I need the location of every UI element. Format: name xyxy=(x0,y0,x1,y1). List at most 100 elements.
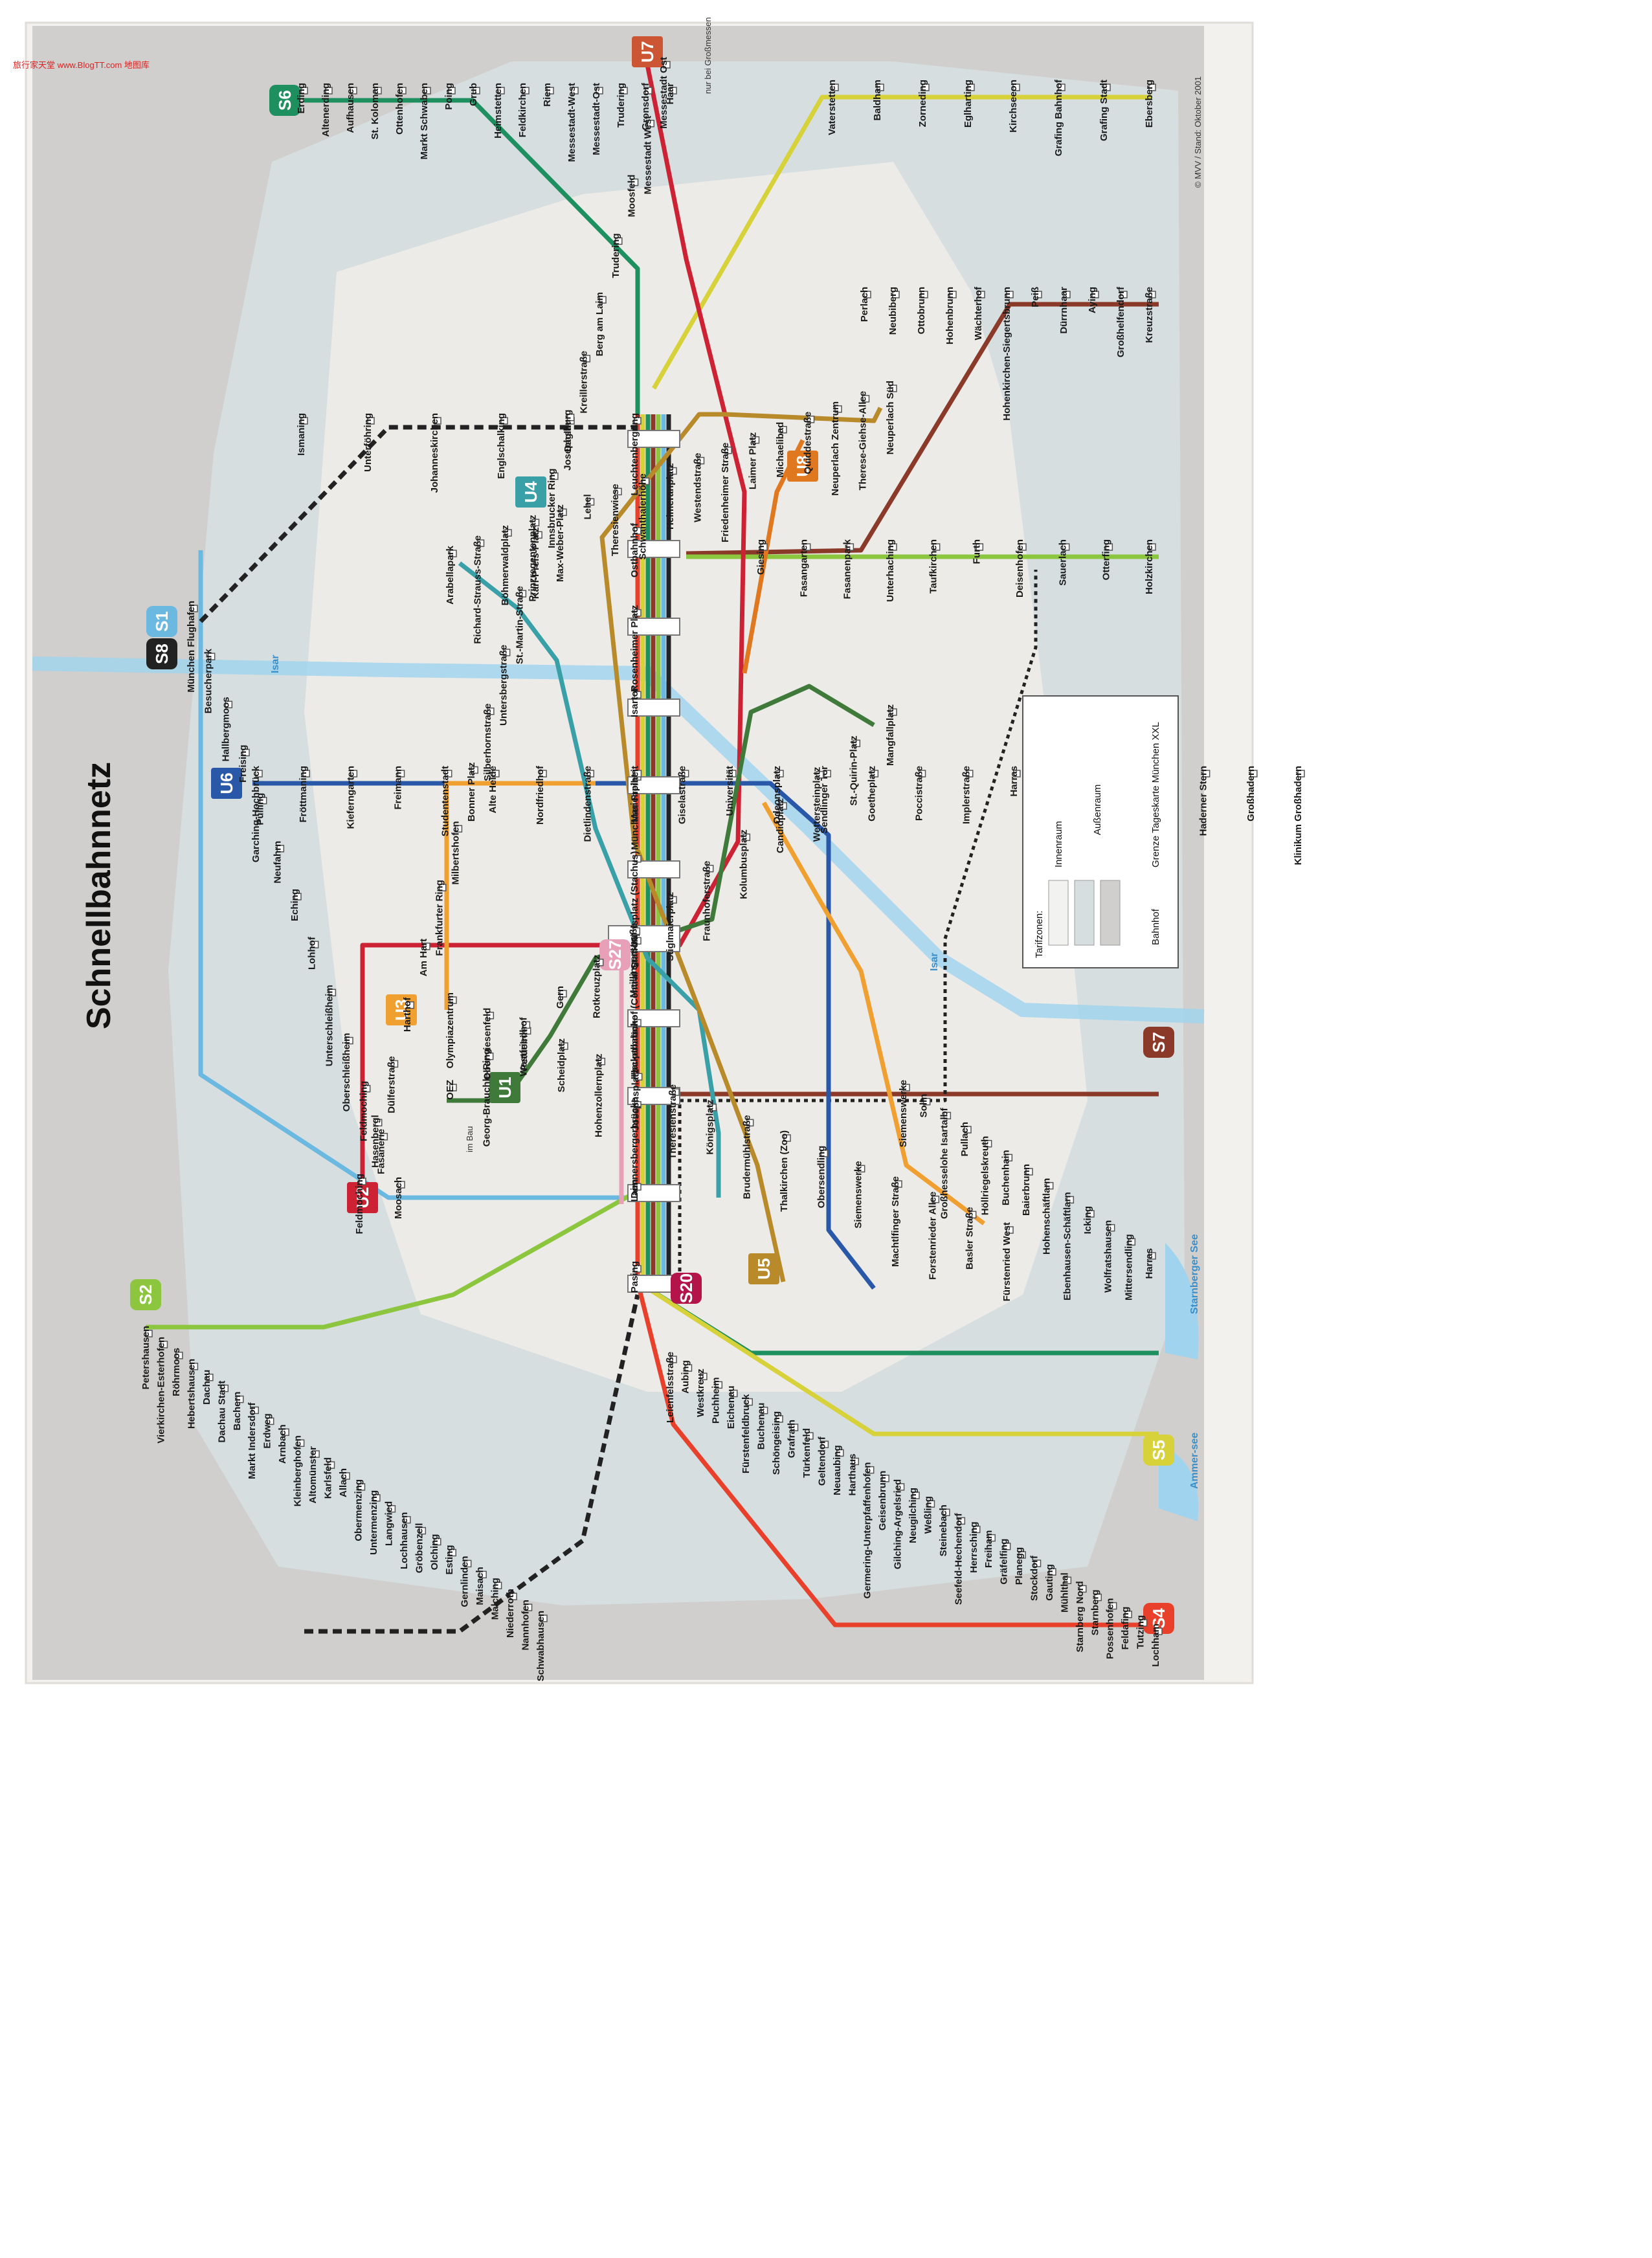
station-label[interactable]: Markt Indersdorf xyxy=(247,1402,258,1479)
station-label[interactable]: Solln xyxy=(919,1094,930,1118)
station-label[interactable]: Rosenheimer Platz xyxy=(629,605,640,692)
station-dot[interactable] xyxy=(399,87,407,95)
station-label[interactable]: Königsplatz xyxy=(704,1100,715,1155)
station-dot[interactable] xyxy=(1033,1559,1042,1567)
station-label[interactable]: Kleinberghofen xyxy=(293,1435,304,1506)
station-dot[interactable] xyxy=(1148,84,1156,91)
station-label[interactable]: Vierkirchen-Esterhofen xyxy=(155,1337,166,1444)
station-label[interactable]: Therese-Giehse-Allee xyxy=(858,391,869,490)
station-dot[interactable] xyxy=(403,1515,411,1524)
station-label[interactable]: Aubing xyxy=(680,1360,691,1394)
station-label[interactable]: Feldmoching xyxy=(359,1081,370,1141)
station-label[interactable]: Laimer Platz xyxy=(748,432,759,489)
station-label[interactable]: Oberschleißheim xyxy=(341,1033,352,1112)
station-dot[interactable] xyxy=(1109,1602,1117,1610)
station-label[interactable]: Furth xyxy=(971,539,982,564)
station-label[interactable]: Karl-Preis-Platz xyxy=(530,527,541,599)
station-label[interactable]: Feldkirchen xyxy=(517,83,528,137)
station-label[interactable]: Harras xyxy=(1144,1248,1155,1279)
station-label[interactable]: Untersbergstraße xyxy=(498,645,509,726)
station-label[interactable]: Eichenau xyxy=(726,1386,737,1429)
station-label[interactable]: Messestadt West xyxy=(642,116,653,194)
station-dot[interactable] xyxy=(504,529,512,537)
station-dot[interactable] xyxy=(834,405,842,413)
station-dot[interactable] xyxy=(634,1101,642,1109)
station-label[interactable]: Großhadern xyxy=(1245,766,1256,822)
station-label[interactable]: Buchenhain xyxy=(1000,1150,1011,1205)
station-dot[interactable] xyxy=(373,1494,381,1502)
station-dot[interactable] xyxy=(1124,1611,1132,1618)
station-dot[interactable] xyxy=(681,770,689,777)
station-dot[interactable] xyxy=(836,1449,844,1457)
station-dot[interactable] xyxy=(397,1181,405,1189)
station-label[interactable]: Hauptbahnhof (Central Station) xyxy=(629,933,640,1077)
station-label[interactable]: Ebenhausen-Schäftlarn xyxy=(1062,1192,1073,1301)
station-label[interactable]: Erdweg xyxy=(262,1413,273,1448)
station-dot[interactable] xyxy=(566,413,575,421)
stop-rosenheimer-platz[interactable] xyxy=(627,618,680,636)
station-dot[interactable] xyxy=(864,291,871,298)
station-dot[interactable] xyxy=(631,178,639,186)
station-label[interactable]: Eglharting xyxy=(963,80,974,128)
station-label[interactable]: Grafing Stadt xyxy=(1099,80,1110,141)
station-label[interactable]: Starnberg Nord xyxy=(1075,1581,1086,1652)
station-dot[interactable] xyxy=(851,1457,859,1466)
station-label[interactable]: Brudermühlstraße xyxy=(742,1115,753,1199)
station-label[interactable]: Friedenheimer Straße xyxy=(720,443,731,542)
station-label[interactable]: Buchenau xyxy=(756,1403,767,1450)
station-label[interactable]: Tutzing xyxy=(1135,1615,1146,1649)
station-label[interactable]: Poccistraße xyxy=(914,766,925,821)
station-label[interactable]: Pullach xyxy=(959,1122,970,1156)
station-label[interactable]: Georg-Brauchle-Ring xyxy=(482,1049,493,1147)
station-dot[interactable] xyxy=(615,237,623,245)
station-label[interactable]: Theresienwiese xyxy=(610,484,621,556)
station-dot[interactable] xyxy=(634,770,642,777)
station-label[interactable]: Bonner Platz xyxy=(466,762,477,822)
station-label[interactable]: Stockdorf xyxy=(1029,1555,1040,1601)
station-label[interactable]: Lochhausen xyxy=(399,1512,410,1569)
station-dot[interactable] xyxy=(977,291,985,298)
station-dot[interactable] xyxy=(634,1183,642,1191)
station-dot[interactable] xyxy=(190,605,198,612)
station-dot[interactable] xyxy=(964,1126,972,1134)
station-label[interactable]: Ostbahnhof xyxy=(629,522,640,577)
station-dot[interactable] xyxy=(634,1265,642,1273)
station-dot[interactable] xyxy=(1034,291,1042,298)
station-label[interactable]: Starnberg xyxy=(1089,1590,1100,1636)
station-dot[interactable] xyxy=(634,417,642,425)
station-label[interactable]: Geisenbrunn xyxy=(877,1471,888,1531)
station-dot[interactable] xyxy=(642,477,650,486)
station-dot[interactable] xyxy=(1012,84,1020,91)
station-label[interactable]: Unterföhring xyxy=(363,413,374,472)
station-label[interactable]: Arnbach xyxy=(277,1424,288,1464)
station-dot[interactable] xyxy=(346,1036,353,1045)
station-label[interactable]: Harthof xyxy=(402,997,413,1032)
station-label[interactable]: Messestadt Ost xyxy=(658,57,669,129)
station-dot[interactable] xyxy=(1013,770,1021,777)
station-dot[interactable] xyxy=(302,770,310,777)
station-label[interactable]: Forstenrieder Allee xyxy=(927,1192,938,1280)
station-dot[interactable] xyxy=(1297,770,1305,777)
station-label[interactable]: Hohenkirchen-Siegertsbrunn xyxy=(1001,287,1012,421)
station-dot[interactable] xyxy=(921,291,928,298)
station-label[interactable]: Freimann xyxy=(393,766,404,810)
station-label[interactable]: Fasanenpark xyxy=(842,539,853,599)
station-label[interactable]: Arabellapark xyxy=(445,545,456,605)
station-label[interactable]: Messestadt-Ost xyxy=(591,83,602,155)
station-label[interactable]: Pulling xyxy=(255,793,266,825)
station-dot[interactable] xyxy=(882,1475,889,1482)
station-dot[interactable] xyxy=(634,1019,642,1027)
station-dot[interactable] xyxy=(300,417,308,425)
station-dot[interactable] xyxy=(1155,1627,1163,1635)
stop-donnersbergerbruecke[interactable] xyxy=(627,1087,680,1105)
station-dot[interactable] xyxy=(745,1398,753,1406)
station-label[interactable]: Grafrath xyxy=(787,1420,798,1458)
station-dot[interactable] xyxy=(932,1195,940,1203)
station-label[interactable]: Ebersberg xyxy=(1144,80,1155,128)
station-label[interactable]: Fröttmaning xyxy=(298,766,309,823)
station-dot[interactable] xyxy=(559,990,567,998)
station-dot[interactable] xyxy=(551,472,559,480)
station-dot[interactable] xyxy=(684,1364,693,1372)
station-dot[interactable] xyxy=(1003,1543,1011,1550)
station-dot[interactable] xyxy=(236,1395,244,1403)
